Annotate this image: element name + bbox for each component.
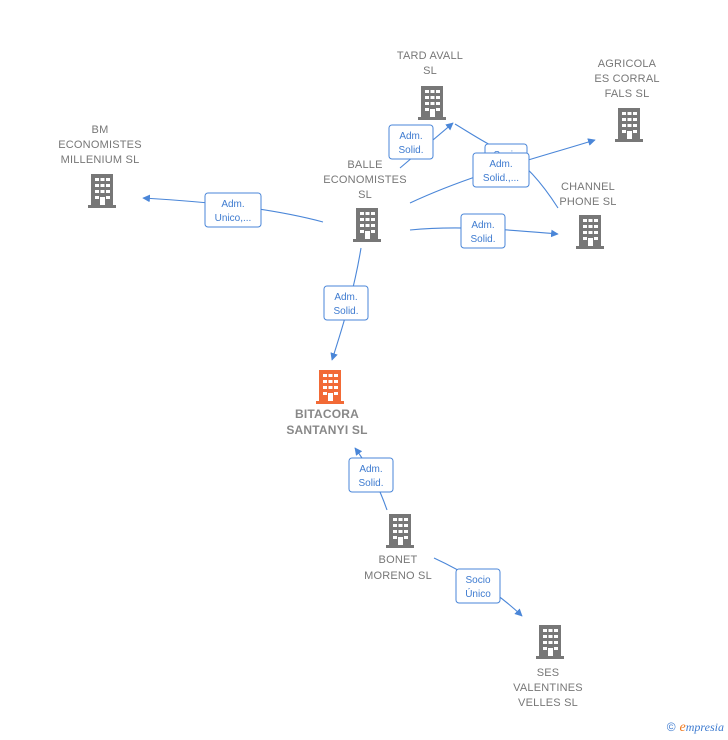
brand-logo-text: mpresia (685, 720, 724, 734)
edge-label-line: Adm. (221, 199, 244, 210)
edge-label-line: Solid.,... (483, 173, 519, 184)
node-label-line: AGRICOLA (598, 58, 657, 70)
building-icon (353, 208, 381, 242)
edge-label-bita[interactable]: Adm. Solid. (323, 285, 369, 321)
edge-label-line: Solid. (398, 145, 423, 156)
edge-label-agri[interactable]: Adm. Solid.,... (472, 152, 530, 188)
node-bitacora-santanyi[interactable]: BITACORA SANTANYI SL (286, 370, 367, 437)
node-label-line: SES (537, 667, 560, 679)
edge-label-line: Adm. (334, 292, 357, 303)
node-label-line: BONET (379, 554, 418, 566)
node-label-line: BITACORA (295, 407, 359, 421)
node-label-line: SL (423, 65, 437, 77)
node-ses-valentines[interactable]: SES VALENTINES VELLES SL (513, 625, 583, 709)
edge-label-ses[interactable]: Socio Único (455, 568, 501, 604)
edge-label-chan[interactable]: Adm. Solid. (460, 213, 506, 249)
node-label-line: MORENO SL (364, 570, 432, 582)
edge-label-line: Unico,... (215, 213, 252, 224)
building-icon (88, 174, 116, 208)
building-icon (615, 108, 643, 142)
node-label-line: FALS SL (605, 88, 650, 100)
edge-label-line: Adm. (399, 131, 422, 142)
node-label-line: SANTANYI SL (286, 423, 367, 437)
node-bonet-moreno[interactable]: BONET MORENO SL (364, 514, 432, 582)
node-tard-avall[interactable]: TARD AVALL SL (397, 50, 463, 120)
building-icon (418, 86, 446, 120)
brand-logo-initial: e (679, 720, 686, 735)
building-icon (386, 514, 414, 548)
node-label-line: SL (358, 189, 372, 201)
building-icon (316, 370, 344, 404)
edge-label-bonet[interactable]: Adm. Solid. (348, 457, 394, 493)
node-label-line: BM (92, 124, 109, 136)
edge-label-line: Único (465, 587, 491, 600)
edge-label-tard[interactable]: Adm. Solid. (388, 124, 434, 160)
building-icon (576, 215, 604, 249)
edge-label-line: Solid. (358, 478, 383, 489)
node-label-line: ECONOMISTES (323, 174, 407, 186)
node-label-line: MILLENIUM SL (61, 154, 140, 166)
edge-label-line: Solid. (333, 306, 358, 317)
building-icon (536, 625, 564, 659)
node-channel-phone[interactable]: CHANNEL PHONE SL (559, 181, 616, 249)
node-label-line: VELLES SL (518, 697, 578, 709)
node-agricola-es-corral[interactable]: AGRICOLA ES CORRAL FALS SL (594, 58, 659, 142)
node-label-line: ECONOMISTES (58, 139, 142, 151)
edge-label-line: Adm. (359, 464, 382, 475)
node-label-line: TARD AVALL (397, 50, 463, 62)
copyright-icon: © (666, 720, 676, 734)
node-balle-economistes[interactable]: BALLE ECONOMISTES SL (323, 159, 407, 242)
edge-label-line: Solid. (470, 234, 495, 245)
edge-label-line: Socio (465, 575, 490, 586)
node-bm-economistes[interactable]: BM ECONOMISTES MILLENIUM SL (58, 124, 142, 208)
node-label-line: CHANNEL (561, 181, 615, 193)
node-label-line: BALLE (347, 159, 382, 171)
node-label-line: ES CORRAL (594, 73, 659, 85)
edge-label-line: Adm. (489, 159, 512, 170)
edge-label-bm[interactable]: Adm. Unico,... (204, 192, 262, 228)
copyright-footer: ©empresia (667, 720, 724, 736)
node-label-line: VALENTINES (513, 682, 583, 694)
edge-label-line: Adm. (471, 220, 494, 231)
node-label-line: PHONE SL (559, 196, 616, 208)
